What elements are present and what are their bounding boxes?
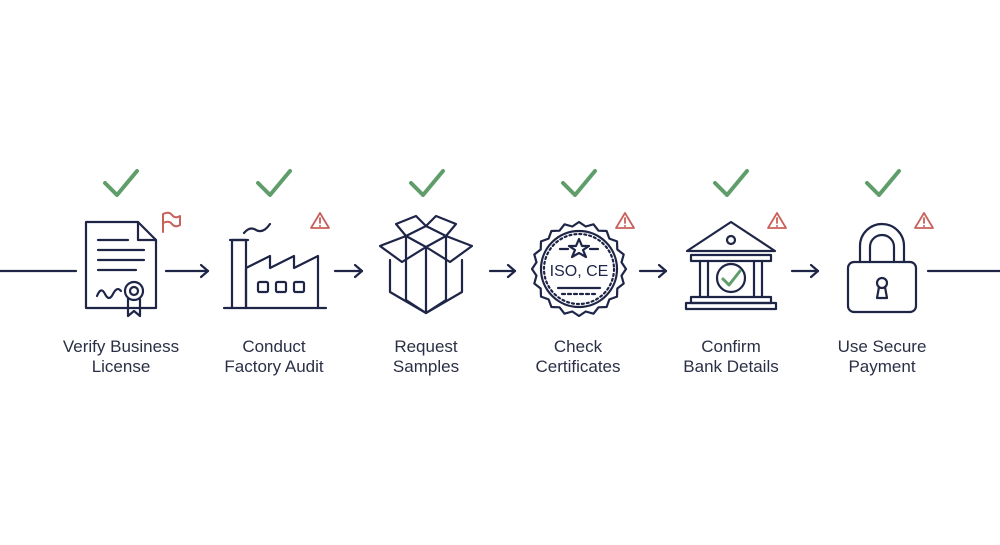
check-icon (409, 169, 445, 197)
step-label: Use Secure Payment (807, 337, 957, 377)
warning-icon (615, 212, 635, 229)
warning-icon (310, 212, 330, 229)
check-icon (713, 169, 749, 197)
step-label-line: Bank Details (683, 357, 779, 376)
check-icon (865, 169, 901, 197)
flow-arrow (333, 263, 364, 279)
step-label: Confirm Bank Details (656, 337, 806, 377)
step-label-line: Use Secure (837, 337, 927, 356)
step-label-line: Samples (392, 357, 460, 376)
step-label-line: Certificates (535, 357, 621, 376)
warning-icon (914, 212, 934, 229)
check-icon (561, 169, 597, 197)
step-label: Conduct Factory Audit (199, 337, 349, 377)
factory-icon (222, 222, 328, 310)
open-box-icon (378, 214, 474, 315)
padlock-icon (846, 222, 918, 314)
flow-arrow (790, 263, 820, 279)
step-label-line: Verify Business (62, 337, 180, 356)
flow-arrow (638, 263, 668, 279)
step-label: Verify Business License (46, 337, 196, 377)
seal-text: ISO, CE (550, 263, 609, 280)
flow-arrow (488, 263, 517, 279)
step-label: Request Samples (351, 337, 501, 377)
warning-icon (767, 212, 787, 229)
step-label: Check Certificates (503, 337, 653, 377)
check-icon (103, 169, 139, 197)
seal-icon: ISO, CE (530, 220, 628, 318)
step-label-line: Conduct (242, 337, 306, 356)
step-label-line: Payment (848, 357, 916, 376)
certificate-icon (84, 220, 158, 318)
flow-arrow (164, 263, 210, 279)
flow-connectors (0, 263, 1000, 279)
step-label-line: Factory Audit (224, 357, 324, 376)
step-label-line: Confirm (701, 337, 761, 356)
step-label-line: Check (553, 337, 603, 356)
check-icon (256, 169, 292, 197)
step-label-line: License (91, 357, 151, 376)
flag-icon (162, 211, 181, 233)
step-label-line: Request (394, 337, 458, 356)
bank-icon (684, 220, 778, 311)
check-marks (103, 169, 901, 197)
